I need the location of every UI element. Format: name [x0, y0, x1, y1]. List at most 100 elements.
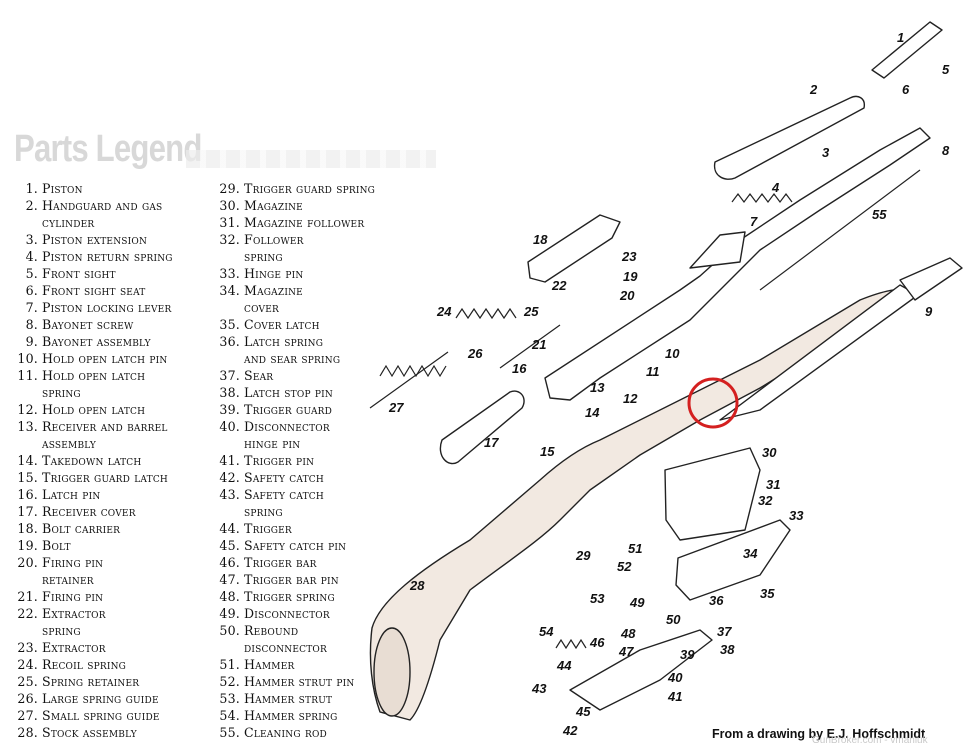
legend-item-label: Recoil spring [42, 657, 127, 672]
part-label-53: 53 [590, 591, 605, 606]
legend-item-number: 27. [17, 708, 38, 723]
legend-item: 48.Trigger spring [214, 588, 390, 605]
part-label-38: 38 [720, 642, 735, 657]
legend-item-number: 42. [219, 470, 240, 485]
part-label-40: 40 [667, 670, 683, 685]
recoil-spring [379, 364, 447, 378]
legend-item: 38.Latch stop pin [214, 384, 390, 401]
part-label-14: 14 [585, 405, 600, 420]
part-label-24: 24 [436, 304, 452, 319]
part-label-51: 51 [628, 541, 642, 556]
legend-item-number: 9. [25, 334, 38, 349]
legend-item-number: 54. [219, 708, 240, 723]
part-label-11: 11 [646, 364, 660, 379]
legend-item-number: 26. [17, 691, 38, 706]
legend-item-number: 29. [219, 181, 240, 196]
legend-item-label: Hinge pin [244, 266, 304, 281]
part-label-54: 54 [539, 624, 554, 639]
legend-item-number: 47. [219, 572, 240, 587]
legend-item: 16.Latch pin [12, 486, 212, 503]
legend-item-number: 52. [219, 674, 240, 689]
legend-item: 26.Large spring guide [12, 690, 212, 707]
legend-item: 8. Bayonet screw [12, 316, 212, 333]
legend-item-label: Hammer [244, 657, 295, 672]
legend-item-label: Trigger bar pin [244, 572, 339, 587]
cleaning-rod-line [759, 169, 921, 291]
piston-shape [871, 21, 943, 79]
legend-item: 52.Hammer strut pin [214, 673, 390, 690]
legend-item-number: 7. [25, 300, 38, 315]
legend-item-label: Bayonet screw [42, 317, 134, 332]
legend-item: 17. Receiver cover [12, 503, 212, 520]
legend-item-number: 28. [17, 725, 38, 740]
legend-item-number: 4. [25, 249, 38, 264]
legend-item-number: 17. [17, 504, 38, 519]
legend-item-label: Bolt carrier [42, 521, 121, 536]
legend-title: Parts Legend [14, 128, 202, 170]
legend-item-label: Front sight seat [42, 283, 146, 298]
legend-item: 54.Hammer spring [214, 707, 390, 724]
legend-item-number: 11. [17, 368, 38, 383]
legend-item-number: 14. [17, 453, 38, 468]
legend-item: 5.Front sight [12, 265, 212, 282]
legend-item-label: Trigger guard spring [244, 181, 376, 196]
legend-item-label: Trigger guard latch [42, 470, 168, 485]
part-label-48: 48 [620, 626, 636, 641]
legend-item-number: 8. [25, 317, 38, 332]
part-label-50: 50 [666, 612, 681, 627]
legend-item-label: Hold open latch pin [42, 351, 168, 366]
part-label-10: 10 [665, 346, 680, 361]
legend-item-label: Trigger pin [244, 453, 315, 468]
title-shadow-decoration [186, 150, 436, 168]
part-label-43: 43 [531, 681, 547, 696]
legend-item-number: 30. [219, 198, 240, 213]
legend-item: 32.Follower spring [214, 231, 390, 265]
part-label-23: 23 [621, 249, 637, 264]
part-label-33: 33 [789, 508, 804, 523]
legend-item-number: 35. [219, 317, 240, 332]
piston-return-spring [731, 193, 793, 203]
legend-item-label: Piston extension [42, 232, 148, 247]
legend-item: 9.Bayonet assembly [12, 333, 212, 350]
legend-item: 27.Small spring guide [12, 707, 212, 724]
legend-item-number: 2. [25, 198, 38, 213]
part-label-31: 31 [766, 477, 780, 492]
legend-item: 11.Hold open latch spring [12, 367, 212, 401]
legend-item-label: Firing pin [42, 589, 104, 604]
receiver-cover-shape [439, 390, 525, 465]
legend-item-number: 46. [219, 555, 240, 570]
legend-item: 14. Takedown latch [12, 452, 212, 469]
legend-item: 10.Hold open latch pin [12, 350, 212, 367]
part-label-12: 12 [623, 391, 638, 406]
part-label-41: 41 [667, 689, 682, 704]
legend-item-label: Front sight [42, 266, 116, 281]
legend-item-label: Trigger bar [244, 555, 317, 570]
legend-item-number: 40. [219, 419, 240, 434]
magazine-shape [664, 447, 761, 541]
legend-item: 55.Cleaning rod [214, 724, 390, 741]
legend-item: 2.Handguard and gas cylinder [12, 197, 212, 231]
legend-item: 7. Piston locking lever [12, 299, 212, 316]
drawing-credit: From a drawing by E.J. Hoffschmidt [712, 727, 926, 741]
legend-item-label: Latch spring and sear spring [244, 334, 341, 366]
legend-item-label: Follower spring [244, 232, 304, 264]
hammer-spring [555, 638, 587, 650]
legend-item-number: 31. [219, 215, 240, 230]
legend-item-label: Trigger guard [244, 402, 333, 417]
legend-item-label: Extractor [42, 640, 106, 655]
legend-item: 4. Piston return spring [12, 248, 212, 265]
legend-item-label: Receiver cover [42, 504, 136, 519]
legend-item-label: Takedown latch [42, 453, 142, 468]
legend-item-label: Piston locking lever [42, 300, 172, 315]
highlight-circle [687, 377, 739, 429]
legend-item-label: Piston return spring [42, 249, 173, 264]
legend-item-label: Trigger [244, 521, 292, 536]
legend-item-number: 22. [17, 606, 38, 621]
legend-item: 49.Disconnector [214, 605, 390, 622]
firing-pin-line [499, 324, 561, 369]
legend-item: 3.Piston extension [12, 231, 212, 248]
legend-item-number: 19. [17, 538, 38, 553]
legend-item-label: Bolt [42, 538, 71, 553]
legend-item-number: 37. [219, 368, 240, 383]
